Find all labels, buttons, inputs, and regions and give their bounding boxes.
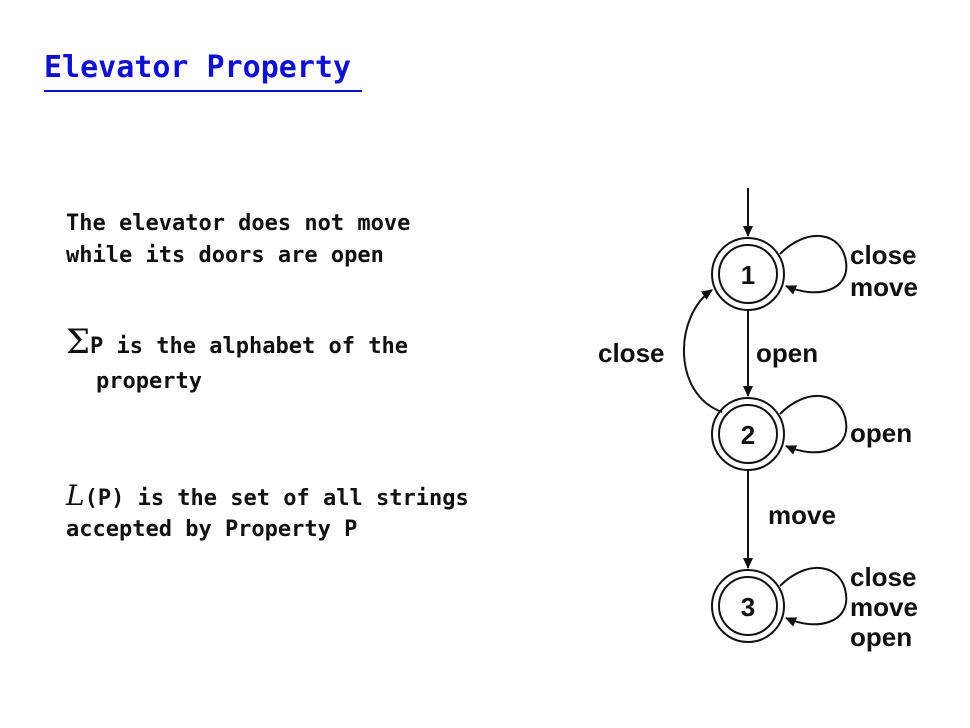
edge-1-to-2-label: open <box>756 338 818 368</box>
language-line-2: accepted by Property P <box>66 517 358 542</box>
language-text-a: (P) is the set of all strings <box>84 486 469 511</box>
loop-state-2-label: open <box>850 418 912 448</box>
state-3-label: 3 <box>741 592 755 622</box>
state-3: 3 <box>711 569 785 643</box>
edge-2-to-1 <box>683 289 723 413</box>
loop-state-1-label-1: close <box>850 240 917 270</box>
language-line: L(P) is the set of all strings <box>66 480 469 515</box>
statement-line-2: while its doors are open <box>66 243 384 268</box>
loop-state-1 <box>779 234 848 295</box>
statement-line-1: The elevator does not move <box>66 211 411 236</box>
edge-2-to-1-label: close <box>598 338 665 368</box>
language-symbol: L <box>66 479 85 512</box>
sigma-text-a: is the alphabet of the <box>103 334 408 359</box>
state-1: 1 <box>711 237 785 311</box>
loop-state-3-label-1: close <box>850 562 917 592</box>
loop-state-3-label-2: move <box>850 592 918 622</box>
loop-state-2 <box>779 394 848 455</box>
sigma-line-2: property <box>96 369 202 394</box>
state-1-label: 1 <box>741 260 755 290</box>
state-2-label: 2 <box>741 420 755 450</box>
loop-state-3-label-3: open <box>850 622 912 652</box>
loop-state-1-label-2: move <box>850 272 918 302</box>
sigma-line: ΣP is the alphabet of the <box>66 325 408 363</box>
title-underline <box>44 90 362 92</box>
edge-2-to-3-label: move <box>768 500 836 530</box>
sigma-subscript: P <box>90 334 104 359</box>
loop-state-3 <box>779 566 848 627</box>
sigma-symbol: Σ <box>66 322 91 362</box>
state-2: 2 <box>711 397 785 471</box>
slide-title: Elevator Property <box>44 50 352 85</box>
